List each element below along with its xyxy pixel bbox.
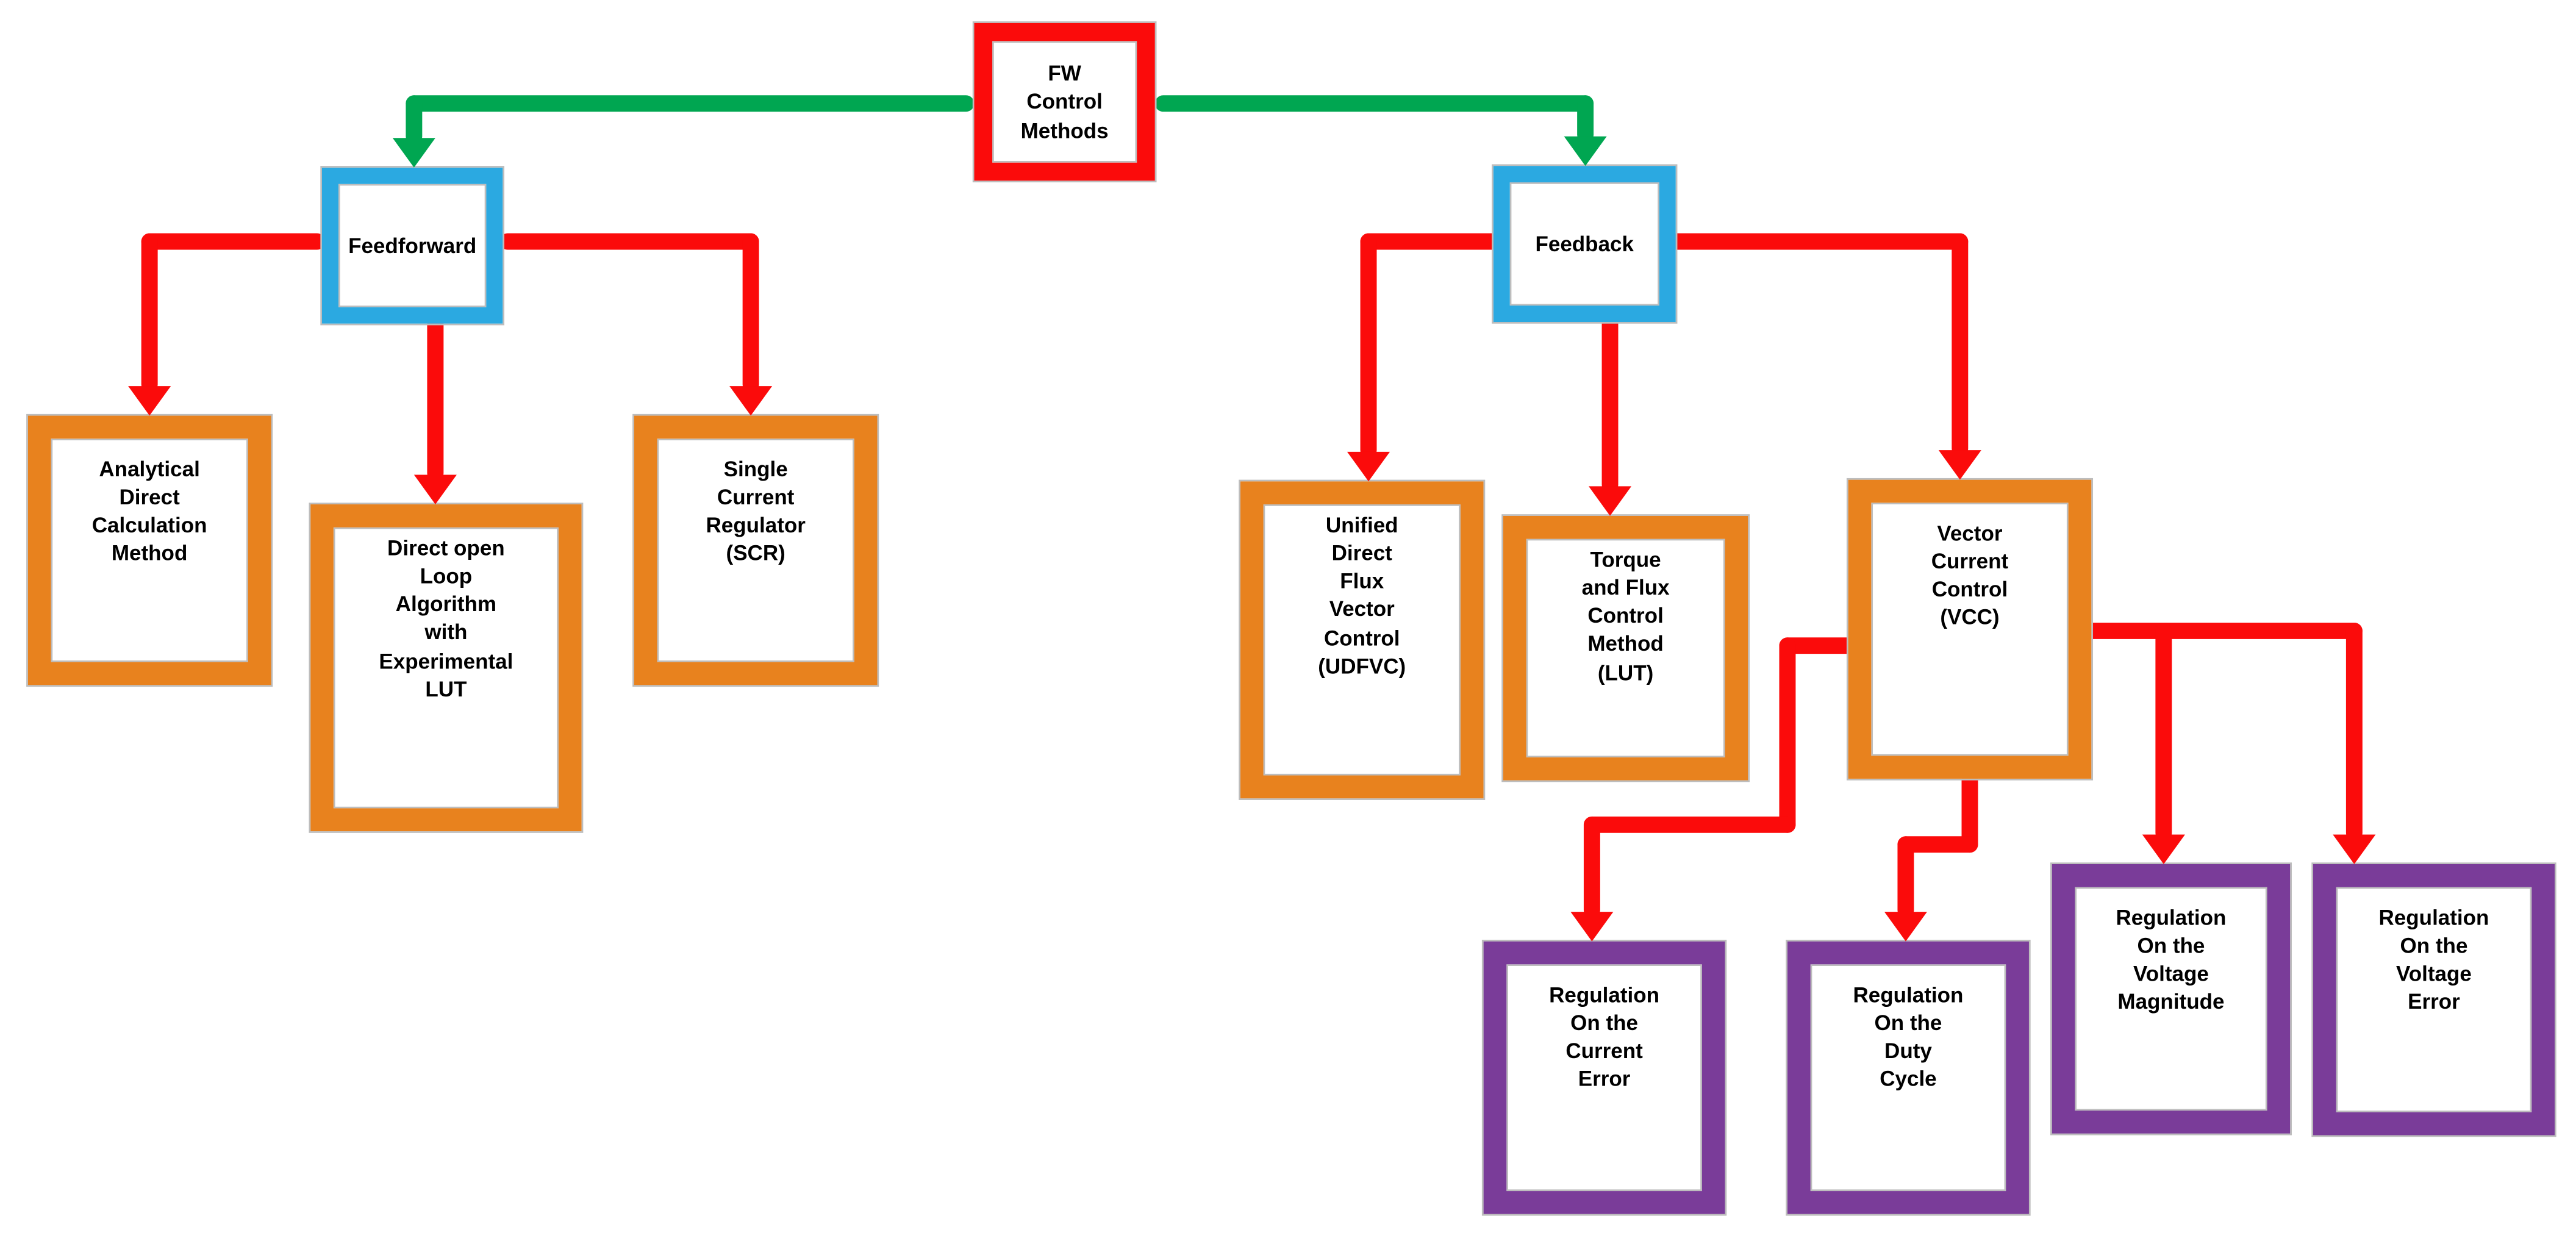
node-label: Regulation On the Voltage Magnitude (2116, 905, 2227, 1015)
connector-feedforward-to-direct-open-loop-v (427, 315, 444, 482)
connector-vcc-to-current-error-v2 (1583, 816, 1600, 918)
connector-fw-to-feedback-v (1577, 95, 1594, 143)
connector-vcc-right-h (2084, 622, 2363, 639)
node-feedforward: Feedforward (320, 166, 505, 326)
connector-feedforward-to-scr-v (742, 233, 759, 393)
arrow-down-icon-duty-cycle (1884, 912, 1927, 942)
connector-vcc-to-duty-cycle-v2 (1897, 836, 1914, 918)
connector-feedforward-to-analytical-v (141, 233, 158, 393)
connector-fw-to-feedforward-h (406, 95, 975, 112)
connector-vcc-to-voltage-magnitude-v (2155, 622, 2172, 842)
arrow-down-icon-direct-open-loop (413, 474, 457, 505)
connector-fw-to-feedback-h (1154, 95, 1594, 112)
node-label: Feedback (1535, 231, 1634, 257)
node-label: Regulation On the Current Error (1549, 982, 1660, 1092)
connector-fw-to-feedforward-v (406, 95, 423, 145)
connector-vcc-to-voltage-error-v (2345, 622, 2363, 842)
node-label: Regulation On the Voltage Error (2378, 905, 2489, 1015)
node-vector-current-control: Vector Current Control (VCC) (1846, 478, 2094, 781)
connector-feedback-to-udfvc-v (1360, 233, 1377, 459)
node-regulation-voltage-error: Regulation On the Voltage Error (2311, 862, 2556, 1137)
node-label: Torque and Flux Control Method (LUT) (1581, 547, 1670, 685)
connector-vcc-to-current-error-h2 (1583, 816, 1796, 833)
connector-feedforward-to-scr-h (499, 233, 759, 250)
arrow-down-icon-vcc (1938, 450, 1981, 480)
arrow-down-icon-analytical (128, 386, 171, 416)
node-fw-control-methods: FW Control Methods (972, 21, 1157, 183)
node-label: Direct open Loop Algorithm with Experime… (379, 535, 513, 701)
node-label: Unified Direct Flux Vector Control (UDFV… (1318, 512, 1406, 678)
arrow-down-icon-torque-flux (1589, 486, 1632, 516)
connector-feedforward-to-analytical-h (141, 233, 326, 250)
node-torque-and-flux-control-method: Torque and Flux Control Method (LUT) (1501, 514, 1750, 782)
node-direct-open-loop-algorithm: Direct open Loop Algorithm with Experime… (309, 503, 584, 833)
node-label: Analytical Direct Calculation Method (91, 456, 207, 566)
connector-feedback-to-udfvc-h (1360, 233, 1500, 250)
node-label: Regulation On the Duty Cycle (1853, 982, 1964, 1092)
node-single-current-regulator: Single Current Regulator (SCR) (632, 413, 879, 687)
node-label: Feedforward (348, 233, 477, 258)
connector-feedback-to-vcc-v (1952, 233, 1969, 457)
node-feedback: Feedback (1492, 164, 1678, 324)
connector-feedback-to-vcc-h (1669, 233, 1969, 250)
connector-feedback-to-torque-flux-v (1601, 315, 1619, 493)
arrow-down-icon-voltage-error (2333, 834, 2376, 864)
node-udfvc: Unified Direct Flux Vector Control (UDFV… (1239, 479, 1486, 800)
connector-vcc-to-current-error-v1 (1779, 637, 1796, 833)
arrow-down-icon-udfvc (1347, 451, 1390, 482)
node-regulation-current-error: Regulation On the Current Error (1481, 939, 1727, 1216)
node-label: FW Control Methods (1020, 61, 1109, 143)
arrow-down-icon-scr (729, 386, 773, 416)
node-regulation-duty-cycle: Regulation On the Duty Cycle (1786, 939, 2031, 1216)
arrow-down-icon-voltage-magnitude (2142, 834, 2185, 864)
node-analytical-direct-calculation-method: Analytical Direct Calculation Method (26, 413, 273, 687)
arrow-down-icon-feedforward (392, 138, 435, 168)
node-regulation-voltage-magnitude: Regulation On the Voltage Magnitude (2050, 862, 2292, 1136)
arrow-down-icon-current-error (1570, 912, 1614, 942)
node-label: Vector Current Control (VCC) (1931, 520, 2009, 631)
node-label: Single Current Regulator (SCR) (706, 456, 806, 566)
arrow-down-icon-feedback (1564, 136, 1607, 166)
